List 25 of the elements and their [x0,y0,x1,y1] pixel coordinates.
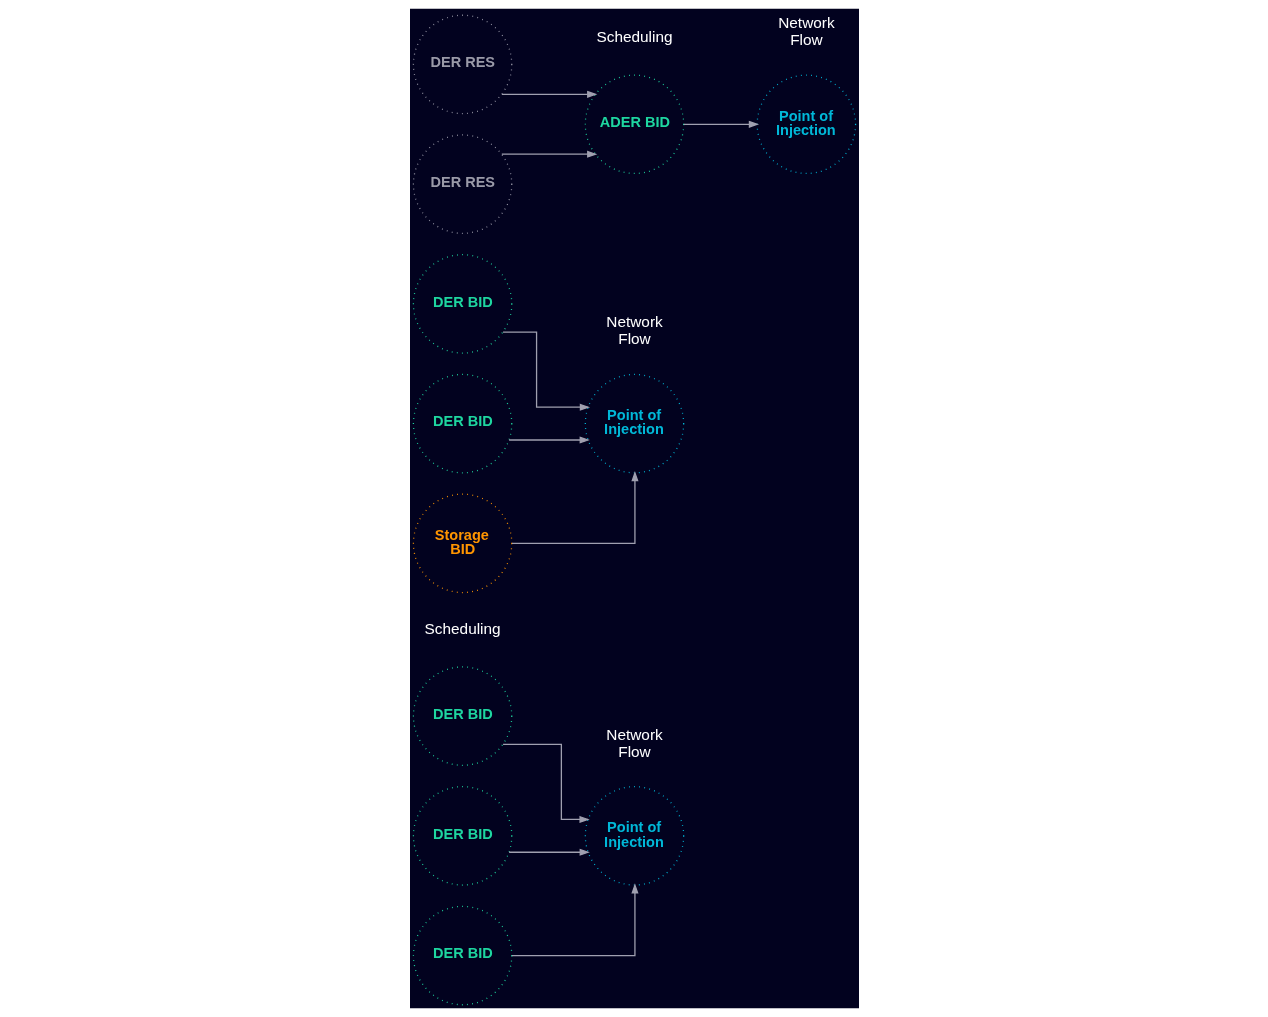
arrow [507,436,590,444]
label: Scheduling [424,619,501,637]
node-circle: Storage BID [412,493,512,594]
node-circle: Point of Injection [584,786,684,886]
arrow [507,848,590,856]
node-label: Scheduling [595,27,673,45]
arrow [501,743,590,824]
node-circle: DER BID [412,666,512,766]
node-circle: DER BID [412,905,512,1006]
arrow [510,471,639,544]
node-circle: Point of Injection [584,373,684,474]
node-circle: DER RES [412,134,512,234]
arrow [682,120,759,128]
node-label: Network Flow [605,725,663,760]
node-label: Network Flow [605,313,663,348]
node-circle: DER BID [412,254,512,354]
node-circle: Point of Injection [756,74,856,175]
arrow [500,150,597,158]
arrow [510,883,639,957]
node-circle: DER BID [412,373,512,474]
arrow [501,331,590,411]
arrow [500,90,597,98]
node-circle: DER RES [412,14,512,115]
node-label: Network Flow [777,13,835,49]
node-circle: DER BID [412,786,512,886]
